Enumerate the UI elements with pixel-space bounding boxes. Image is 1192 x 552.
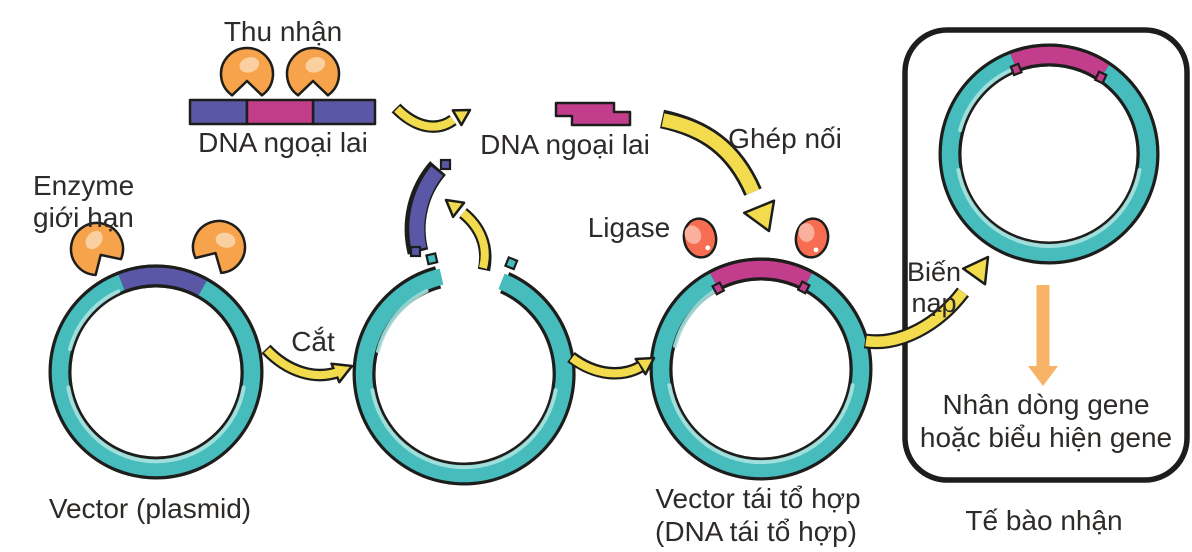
arrow-transformation	[863, 255, 990, 350]
arrow-gene-outcome	[1028, 285, 1058, 386]
label-gene-outcome-line1: Nhân dòng gene	[942, 389, 1149, 420]
arrow-collect-fragment	[391, 103, 472, 133]
plasmid-in-recipient-cell	[938, 43, 1160, 265]
label-vector-plasmid: Vector (plasmid)	[49, 493, 251, 524]
arrow-to-recombinant	[567, 351, 656, 380]
foreign-dna-fragment	[554, 101, 632, 127]
label-recombinant-vector-line1: Vector tái tổ hợp	[655, 483, 860, 514]
label-gene-outcome-line2: hoặc biểu hiện gene	[920, 422, 1172, 453]
excised-insert-fragment	[404, 158, 452, 258]
ligase-icon	[794, 217, 830, 259]
label-foreign-dna-2: DNA ngoại lai	[480, 129, 650, 160]
restriction-enzyme-icon	[285, 46, 341, 97]
arrow-cut	[261, 344, 354, 384]
foreign-dna-insert-segment	[708, 257, 814, 296]
arrow-join	[659, 109, 776, 233]
foreign-dna-bar	[188, 98, 377, 126]
label-transform-line2: nạp	[911, 288, 956, 318]
label-recombinant-vector-line2: (DNA tái tổ hợp)	[655, 516, 857, 547]
foreign-dna-insert-segment-cell	[1009, 43, 1111, 85]
label-collect: Thu nhận	[224, 16, 342, 47]
label-restriction-enzyme-line1: Enzyme	[33, 170, 134, 201]
ligase-icon	[682, 217, 718, 259]
restriction-enzyme-icon	[69, 221, 125, 277]
label-cut: Cắt	[291, 326, 335, 357]
restriction-enzyme-icon	[219, 46, 275, 97]
arrow-excise-fragment	[444, 198, 492, 272]
label-ligase: Ligase	[588, 212, 671, 243]
label-transform-line1: Biến	[907, 257, 961, 287]
plasmid-vector	[48, 264, 264, 480]
plasmid-cut-open	[352, 252, 576, 486]
label-foreign-dna-1: DNA ngoại lai	[198, 127, 368, 158]
insert-site-segment	[117, 264, 209, 299]
plasmid-recombinant	[649, 257, 873, 481]
label-join: Ghép nối	[728, 123, 842, 154]
restriction-enzyme-icon	[191, 219, 247, 275]
label-restriction-enzyme-line2: giới hạn	[33, 202, 134, 233]
label-recipient-cell: Tế bào nhận	[965, 505, 1122, 536]
